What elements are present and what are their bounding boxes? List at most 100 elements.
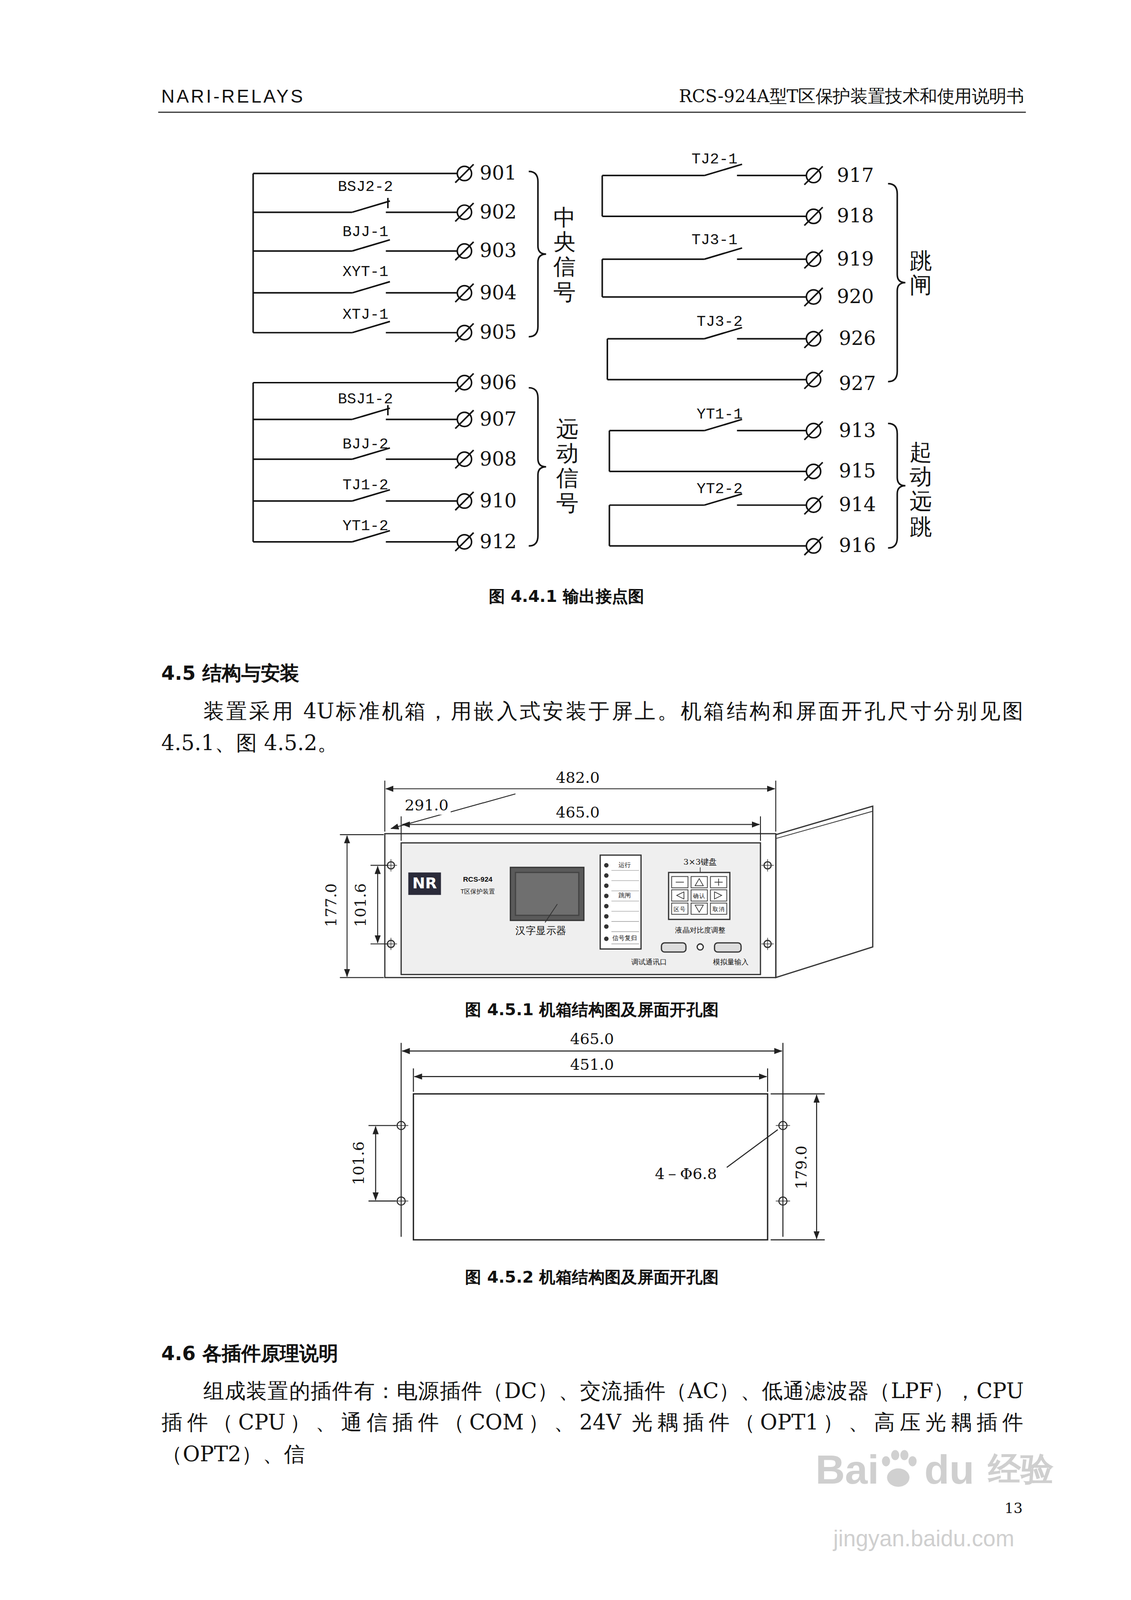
key-symbol — [694, 904, 704, 913]
wire — [385, 541, 457, 543]
wire — [385, 458, 457, 460]
device-name: T区保护装置 — [460, 888, 495, 896]
dimension-value: 177.0 — [323, 881, 341, 930]
wire — [607, 338, 705, 340]
wire — [253, 172, 458, 175]
curly-brace — [528, 387, 547, 546]
led — [604, 903, 609, 909]
wire — [455, 323, 474, 343]
led — [604, 913, 609, 919]
dimension-value: 291.0 — [402, 797, 451, 815]
curly-brace — [528, 171, 547, 337]
terminal-number: 927 — [838, 372, 876, 395]
chassis-drawing — [384, 806, 873, 978]
bracket-label: 跳闸 — [909, 248, 932, 299]
wire — [455, 164, 474, 183]
dimension-value: 179.0 — [793, 1143, 812, 1192]
wire — [608, 504, 610, 546]
led-divider — [611, 921, 639, 922]
terminal-number: 902 — [479, 200, 517, 224]
contact-name: YT2-2 — [696, 481, 743, 499]
model-name: RCS-924 — [463, 875, 493, 884]
contact-name: BSJ1-2 — [337, 390, 393, 409]
wire — [609, 429, 705, 432]
wire — [737, 338, 807, 340]
key-symbol — [676, 891, 685, 899]
contact-name: TJ3-1 — [691, 231, 738, 250]
wire — [455, 283, 474, 303]
led — [604, 936, 609, 941]
terminal-number: 920 — [836, 285, 875, 309]
terminal-number: 907 — [479, 408, 517, 431]
led-divider — [611, 931, 639, 932]
figure-caption: 图 4.5.2 机箱结构图及屏面开孔图 — [465, 1268, 719, 1288]
wire — [351, 281, 390, 294]
wire — [455, 449, 474, 469]
curly-brace — [888, 183, 906, 382]
wire — [601, 259, 603, 297]
header-right: RCS-924A型T区保护装置技术和使用说明书 — [678, 86, 1024, 107]
dimension-value: 101.6 — [350, 1139, 369, 1188]
wire — [609, 545, 807, 547]
wire — [455, 241, 474, 261]
wire — [602, 295, 807, 298]
contact-name: TJ1-2 — [342, 476, 389, 495]
terminal-number: 915 — [838, 460, 876, 483]
wire — [351, 239, 390, 252]
wire — [387, 198, 389, 209]
contact-name: BSJ2-2 — [337, 179, 393, 197]
dimension-value: 482.0 — [553, 769, 602, 788]
wire — [385, 418, 457, 420]
wire — [804, 287, 823, 307]
wire — [253, 292, 352, 294]
contact-name: BJJ-2 — [342, 436, 389, 454]
terminal-number: 904 — [479, 281, 517, 305]
wire — [737, 429, 807, 432]
bracket-label: 起动远跳 — [909, 440, 932, 540]
key — [671, 902, 688, 915]
wire — [252, 173, 254, 333]
watermark: Bai — [815, 1445, 880, 1493]
wire — [455, 491, 474, 511]
terminal-number: 916 — [838, 534, 876, 558]
led-label: 跳闸 — [618, 892, 631, 900]
led — [604, 873, 609, 878]
wire — [385, 250, 457, 252]
terminal-number: 912 — [479, 530, 517, 553]
wire — [253, 332, 352, 334]
contact-name: XYT-1 — [342, 263, 389, 282]
terminal-number: 917 — [836, 164, 875, 187]
keypad-label: 3×3键盘 — [683, 857, 718, 867]
terminal-number: 913 — [838, 419, 876, 442]
wire — [385, 211, 457, 213]
curly-brace — [888, 423, 906, 548]
key — [671, 889, 688, 902]
wire — [253, 250, 352, 252]
port-label: 模拟量输入 — [712, 958, 749, 967]
wire — [606, 338, 609, 380]
key — [691, 902, 708, 915]
wire — [737, 258, 807, 260]
body-paragraph: 组成装置的插件有：电源插件（DC）、交流插件（AC）、低通滤波器（LPF），CP… — [161, 1375, 1025, 1471]
watermark: du — [924, 1445, 975, 1493]
contact-name: XTJ-1 — [342, 306, 389, 324]
figure-caption: 图 4.5.1 机箱结构图及屏面开孔图 — [465, 1000, 719, 1020]
dimension-lines — [340, 780, 777, 978]
bracket-label: 中央信号 — [553, 205, 576, 305]
page-number: 13 — [1004, 1499, 1023, 1517]
panel-cutout-drawing — [368, 1042, 826, 1240]
dimension-value: 101.6 — [352, 881, 371, 930]
led-divider — [611, 880, 639, 881]
led — [604, 883, 609, 888]
key-symbol — [714, 891, 722, 899]
contact-name: TJ2-1 — [691, 151, 738, 170]
wire — [455, 409, 474, 429]
led-label: 运行 — [618, 861, 631, 869]
key-symbol — [694, 878, 704, 886]
wire — [609, 504, 705, 506]
logo: NR — [412, 874, 438, 893]
terminal-number: 903 — [479, 239, 517, 263]
wire — [804, 421, 823, 440]
contact-name: YT1-1 — [696, 406, 743, 425]
wire — [804, 370, 823, 390]
